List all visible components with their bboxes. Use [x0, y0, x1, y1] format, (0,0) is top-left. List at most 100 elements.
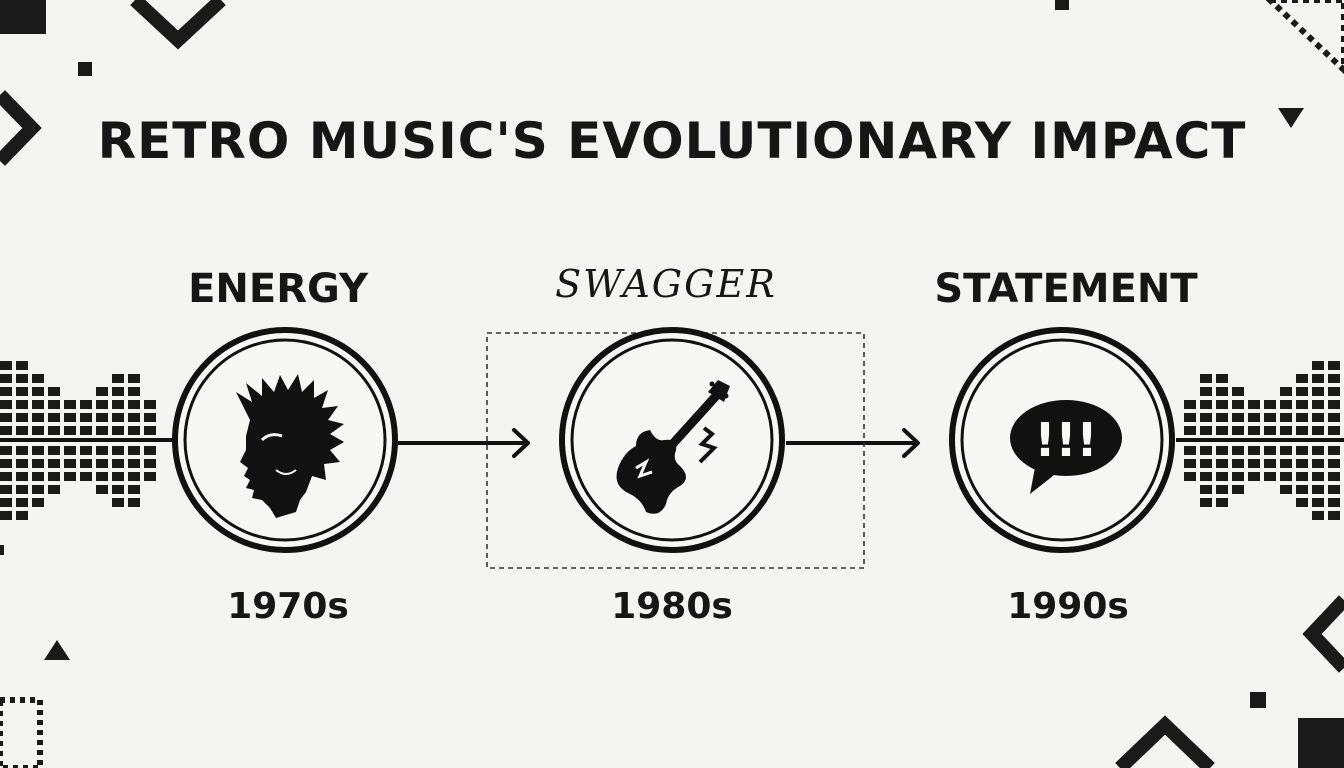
equalizer-block: [1280, 387, 1292, 396]
equalizer-block: [1312, 485, 1324, 494]
equalizer-block: [0, 472, 12, 481]
equalizer-block: [0, 361, 12, 370]
equalizer-block: [1328, 426, 1340, 435]
equalizer-block: [48, 485, 60, 494]
equalizer-block: [1328, 400, 1340, 409]
equalizer-block: [64, 413, 76, 422]
equalizer-block: [1264, 426, 1276, 435]
equalizer-block: [1216, 400, 1228, 409]
equalizer-block: [96, 485, 108, 494]
equalizer-block: [16, 426, 28, 435]
equalizer-block: [16, 485, 28, 494]
equalizer-block: [1184, 446, 1196, 455]
equalizer-block: [144, 472, 156, 481]
equalizer-block: [80, 472, 92, 481]
equalizer-block: [1296, 387, 1308, 396]
equalizer-block: [1264, 459, 1276, 468]
equalizer-block: [1184, 413, 1196, 422]
equalizer-block: [1200, 472, 1212, 481]
equalizer-block: [128, 446, 140, 455]
equalizer-block: [1264, 413, 1276, 422]
stage-label-swagger: SWAGGER: [555, 262, 777, 306]
equalizer-block: [0, 485, 12, 494]
equalizer-block: [0, 400, 12, 409]
equalizer-block: [1264, 400, 1276, 409]
equalizer-block: [1328, 498, 1340, 507]
equalizer-block: [1312, 426, 1324, 435]
equalizer-block: [32, 472, 44, 481]
equalizer-block: [1216, 374, 1228, 383]
equalizer-block: [112, 374, 124, 383]
equalizer-block: [0, 374, 12, 383]
equalizer-block: [1296, 374, 1308, 383]
equalizer-block: [1296, 413, 1308, 422]
equalizer-block: [112, 400, 124, 409]
equalizer-block: [64, 459, 76, 468]
equalizer-block: [128, 459, 140, 468]
equalizer-block: [48, 413, 60, 422]
equalizer-block: [1232, 387, 1244, 396]
node-1970s: [172, 327, 398, 553]
equalizer-block: [112, 387, 124, 396]
stage-label-energy: ENERGY: [188, 266, 368, 312]
equalizer-block: [1312, 459, 1324, 468]
equalizer-block: [1312, 374, 1324, 383]
equalizer-block: [1248, 446, 1260, 455]
node-1980s: [559, 327, 785, 553]
equalizer-block: [1312, 498, 1324, 507]
equalizer-block: [1248, 459, 1260, 468]
equalizer-block: [1280, 400, 1292, 409]
equalizer-block: [1312, 387, 1324, 396]
equalizer-block: [1200, 374, 1212, 383]
equalizer-block: [16, 361, 28, 370]
equalizer-block: [1216, 498, 1228, 507]
equalizer-block: [80, 446, 92, 455]
equalizer-block: [112, 498, 124, 507]
equalizer-block: [48, 400, 60, 409]
equalizer-block: [16, 413, 28, 422]
equalizer-block: [16, 511, 28, 520]
equalizer-block: [1216, 426, 1228, 435]
equalizer-block: [128, 472, 140, 481]
equalizer-right: [1184, 361, 1340, 520]
equalizer-block: [1200, 426, 1212, 435]
equalizer-block: [1312, 361, 1324, 370]
bubble-text: !!!: [1035, 413, 1098, 467]
equalizer-block: [1232, 426, 1244, 435]
equalizer-block: [1328, 413, 1340, 422]
equalizer-block: [112, 413, 124, 422]
equalizer-block: [128, 426, 140, 435]
equalizer-block: [1280, 446, 1292, 455]
equalizer-block: [1216, 472, 1228, 481]
equalizer-block: [1264, 446, 1276, 455]
equalizer-block: [1232, 413, 1244, 422]
equalizer-block: [1184, 459, 1196, 468]
equalizer-block: [80, 426, 92, 435]
equalizer-block: [1312, 472, 1324, 481]
equalizer-block: [1200, 485, 1212, 494]
equalizer-block: [0, 446, 12, 455]
stage-label-statement: STATEMENT: [934, 266, 1198, 312]
equalizer-block: [1280, 459, 1292, 468]
equalizer-block: [96, 426, 108, 435]
equalizer-block: [32, 459, 44, 468]
equalizer-block: [48, 426, 60, 435]
equalizer-block: [16, 446, 28, 455]
equalizer-block: [128, 413, 140, 422]
equalizer-block: [128, 485, 140, 494]
stage-year-1970s: 1970s: [227, 586, 349, 627]
equalizer-block: [1200, 413, 1212, 422]
equalizer-block: [32, 413, 44, 422]
equalizer-block: [1232, 472, 1244, 481]
equalizer-block: [1184, 472, 1196, 481]
equalizer-block: [96, 459, 108, 468]
equalizer-block: [1280, 472, 1292, 481]
equalizer-block: [16, 400, 28, 409]
equalizer-block: [128, 374, 140, 383]
equalizer-left: [0, 361, 156, 520]
equalizer-block: [16, 498, 28, 507]
equalizer-block: [64, 400, 76, 409]
equalizer-block: [112, 472, 124, 481]
speech-bubble-exclamation-icon: !!!: [1010, 400, 1122, 494]
equalizer-block: [144, 459, 156, 468]
